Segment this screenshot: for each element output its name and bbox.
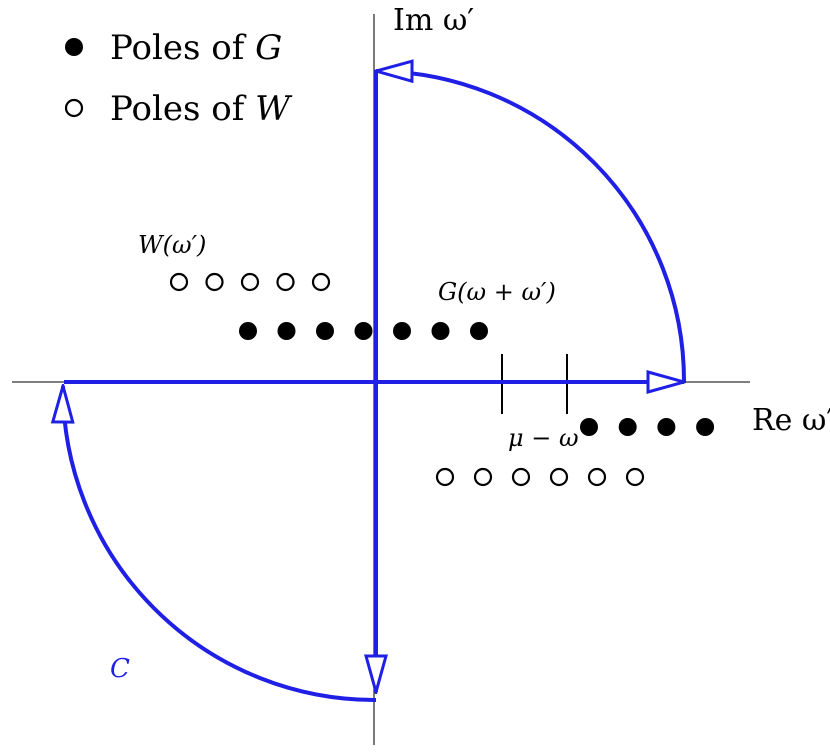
w-pole-open-circle	[240, 272, 260, 292]
g-poles-lower-half-plane	[580, 418, 715, 436]
g-pole-filled-dot	[580, 418, 598, 436]
g-pole-filled-dot	[277, 322, 296, 340]
g-pole-filled-dot	[431, 322, 450, 340]
w-pole-open-circle	[549, 467, 569, 487]
w-pole-open-circle	[205, 272, 224, 292]
w-pole-open-circle	[625, 467, 645, 487]
contour-lower-arc	[63, 386, 377, 703]
w-poles-upper-half-plane	[169, 272, 331, 292]
g-pole-filled-dot	[618, 418, 637, 436]
legend-filled-pole-icon	[65, 38, 83, 56]
g-pole-filled-dot	[696, 418, 715, 436]
w-function-label: W(ω′)	[138, 231, 206, 259]
g-pole-filled-dot	[470, 322, 488, 340]
real-axis-label: Re ω′	[752, 403, 830, 438]
w-pole-open-circle	[473, 467, 493, 487]
w-pole-open-circle	[311, 272, 331, 292]
contour-upper-arc	[376, 71, 687, 383]
legend: Poles of G Poles of W	[64, 28, 293, 129]
contour-c	[63, 71, 687, 703]
g-pole-filled-dot	[393, 322, 411, 340]
contour-c-label: C	[110, 654, 130, 684]
legend-open-pole-icon	[64, 98, 84, 118]
legend-poles-g-text: Poles of G	[110, 28, 282, 68]
g-poles-upper-half-plane	[239, 322, 488, 340]
g-function-label: G(ω + ω′)	[438, 278, 556, 306]
legend-poles-w-text: Poles of W	[110, 89, 293, 129]
g-pole-filled-dot	[316, 322, 334, 340]
w-pole-open-circle	[435, 467, 455, 487]
g-pole-filled-dot	[354, 322, 373, 340]
mu-minus-omega-label: μ − ω	[508, 424, 579, 452]
w-pole-open-circle	[169, 272, 189, 292]
w-pole-open-circle	[511, 467, 531, 487]
w-pole-open-circle	[276, 272, 295, 292]
imaginary-axis-label: Im ω′	[393, 3, 474, 38]
g-pole-filled-dot	[239, 322, 257, 340]
w-poles-lower-half-plane	[435, 467, 645, 487]
g-pole-filled-dot	[657, 418, 676, 436]
w-pole-open-circle	[587, 467, 607, 487]
